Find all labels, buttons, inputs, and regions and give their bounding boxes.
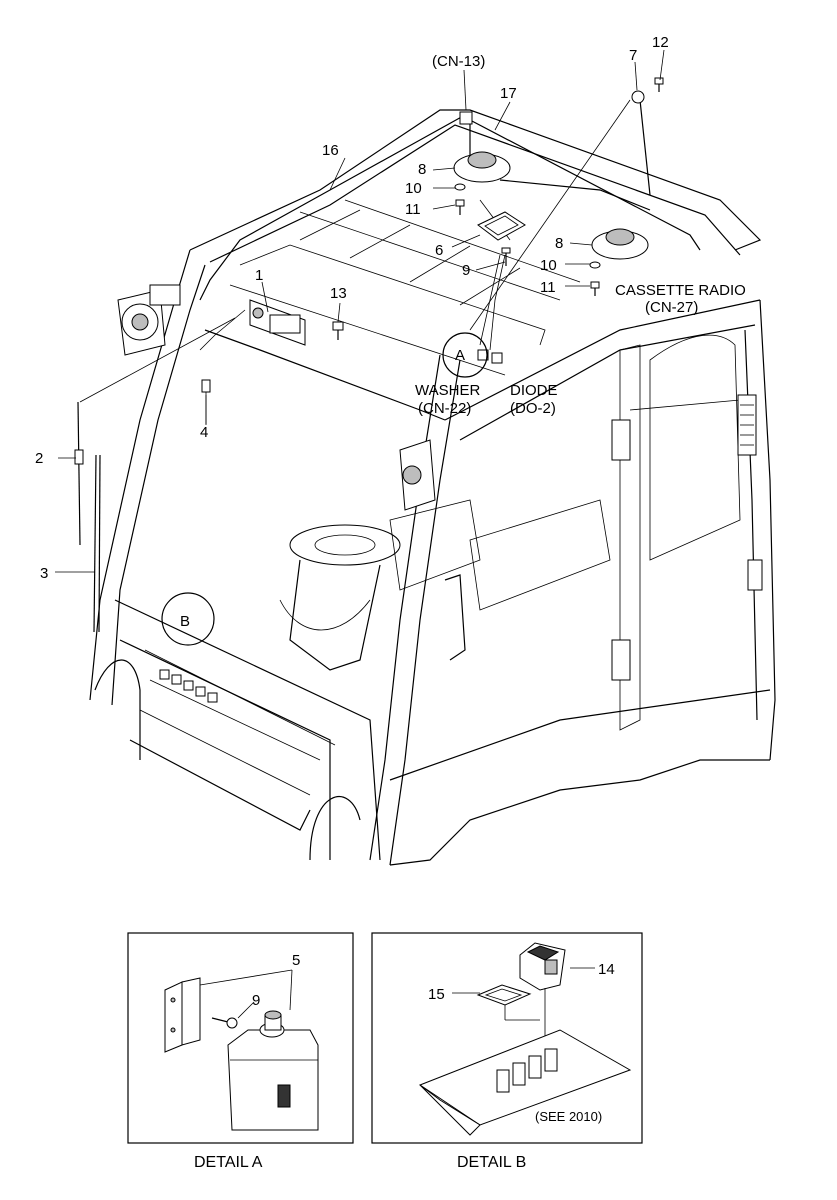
detail-b-caption: DETAIL B [457,1154,526,1171]
detail-a-panel: 5 9 [127,932,354,1144]
callout-10a: 10 [405,180,422,197]
connector-cn22: (CN-22) [418,400,471,417]
callout-13: 13 [330,285,347,302]
callout-3: 3 [40,565,48,582]
wiring-harness [199,111,701,351]
wiper-arm [74,317,236,546]
callout-12: 12 [652,34,669,51]
callout-4: 4 [200,424,208,441]
cab-body [89,109,776,866]
connector-cn27: (CN-27) [645,299,698,316]
callout-10b: 10 [540,257,557,274]
connector-labels: (CN-13) CASSETTE RADIO (CN-27) WASHER (C… [415,53,746,417]
wiper-blade [93,454,101,633]
callout-11a: 11 [405,201,421,218]
callout-7: 7 [629,47,637,64]
callout-9a: 9 [462,262,470,279]
leader-lines [55,49,665,573]
callouts: 1 2 3 4 6 7 8 8 9 10 10 11 11 12 13 16 1… [35,34,669,582]
detail-b-panel: 14 15 (SEE 2010) [371,932,643,1144]
washer-parts [454,183,601,269]
detail-a-caption: DETAIL A [194,1154,263,1171]
washer-label: WASHER [415,382,480,399]
connector-do2: (DO-2) [510,400,556,417]
detail-b-circle [161,592,215,646]
detail-b-marker: B [180,613,190,630]
speaker-upper [453,151,511,183]
callout-8a: 8 [418,161,426,178]
callout-2: 2 [35,450,43,467]
washer-diode-connectors [477,349,503,364]
bolt-13 [332,321,344,340]
detail-a-marker: A [455,347,465,364]
see-2010-note: (SEE 2010) [535,1109,602,1124]
callout-8b: 8 [555,235,563,252]
speaker-lower [591,228,649,260]
callout-9b: 9 [252,992,260,1009]
cassette-radio-label: CASSETTE RADIO [615,282,746,299]
callout-17: 17 [500,85,517,102]
detail-a-circle [442,332,488,378]
antenna [469,90,651,331]
callout-14: 14 [598,961,615,978]
callout-6: 6 [435,242,443,259]
diode-label: DIODE [510,382,558,399]
bolts [455,199,600,296]
callout-5: 5 [292,952,300,969]
callout-1: 1 [255,267,263,284]
connector-cn13: (CN-13) [432,53,485,70]
callout-15: 15 [428,986,445,1003]
room-lamp [477,211,526,241]
callout-16: 16 [322,142,339,159]
wiper-motor [249,299,306,346]
screw [654,77,664,92]
screw-9 [501,247,511,266]
callout-11b: 11 [540,279,556,296]
